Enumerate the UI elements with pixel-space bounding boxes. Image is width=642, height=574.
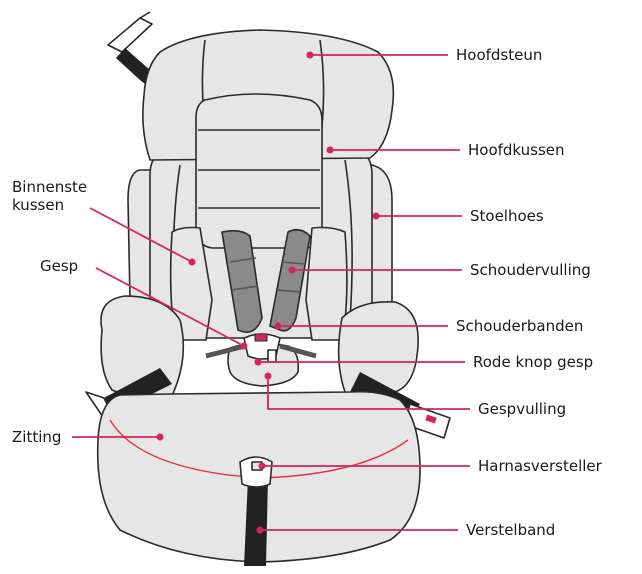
label-harnasversteller: Harnasversteller: [478, 457, 602, 475]
label-stoelhoes: Stoelhoes: [470, 207, 544, 225]
belt-guide-clip: [107, 11, 153, 53]
label-hoofdsteun: Hoofdsteun: [456, 46, 543, 64]
seat-drawing: [85, 11, 451, 566]
label-zitting: Zitting: [12, 428, 62, 446]
label-verstelband: Verstelband: [466, 521, 556, 539]
leader-binnenste-kussen: [89, 207, 193, 263]
leader-gespvulling: [267, 376, 470, 410]
leader-dots: [156, 51, 380, 534]
shoulder-pad-right: [269, 228, 311, 332]
adjuster-strap: [244, 478, 268, 566]
armrest-right: [337, 301, 419, 396]
leader-lines: [72, 54, 470, 531]
label-gespvulling: Gespvulling: [478, 400, 567, 418]
label-hoofdkussen: Hoofdkussen: [468, 141, 565, 159]
label-schouderbanden: Schouderbanden: [456, 317, 584, 335]
head-cushion: [195, 93, 323, 249]
buckle-red-button: [254, 333, 268, 342]
leader-gesp: [95, 267, 245, 347]
label-schoudervulling: Schoudervulling: [470, 261, 591, 279]
label-binnenste-kussen: Binnenste kussen: [12, 178, 88, 214]
label-gesp: Gesp: [40, 257, 79, 275]
label-rode-knop-gesp: Rode knop gesp: [473, 353, 594, 371]
shoulder-pad-left: [221, 229, 263, 334]
